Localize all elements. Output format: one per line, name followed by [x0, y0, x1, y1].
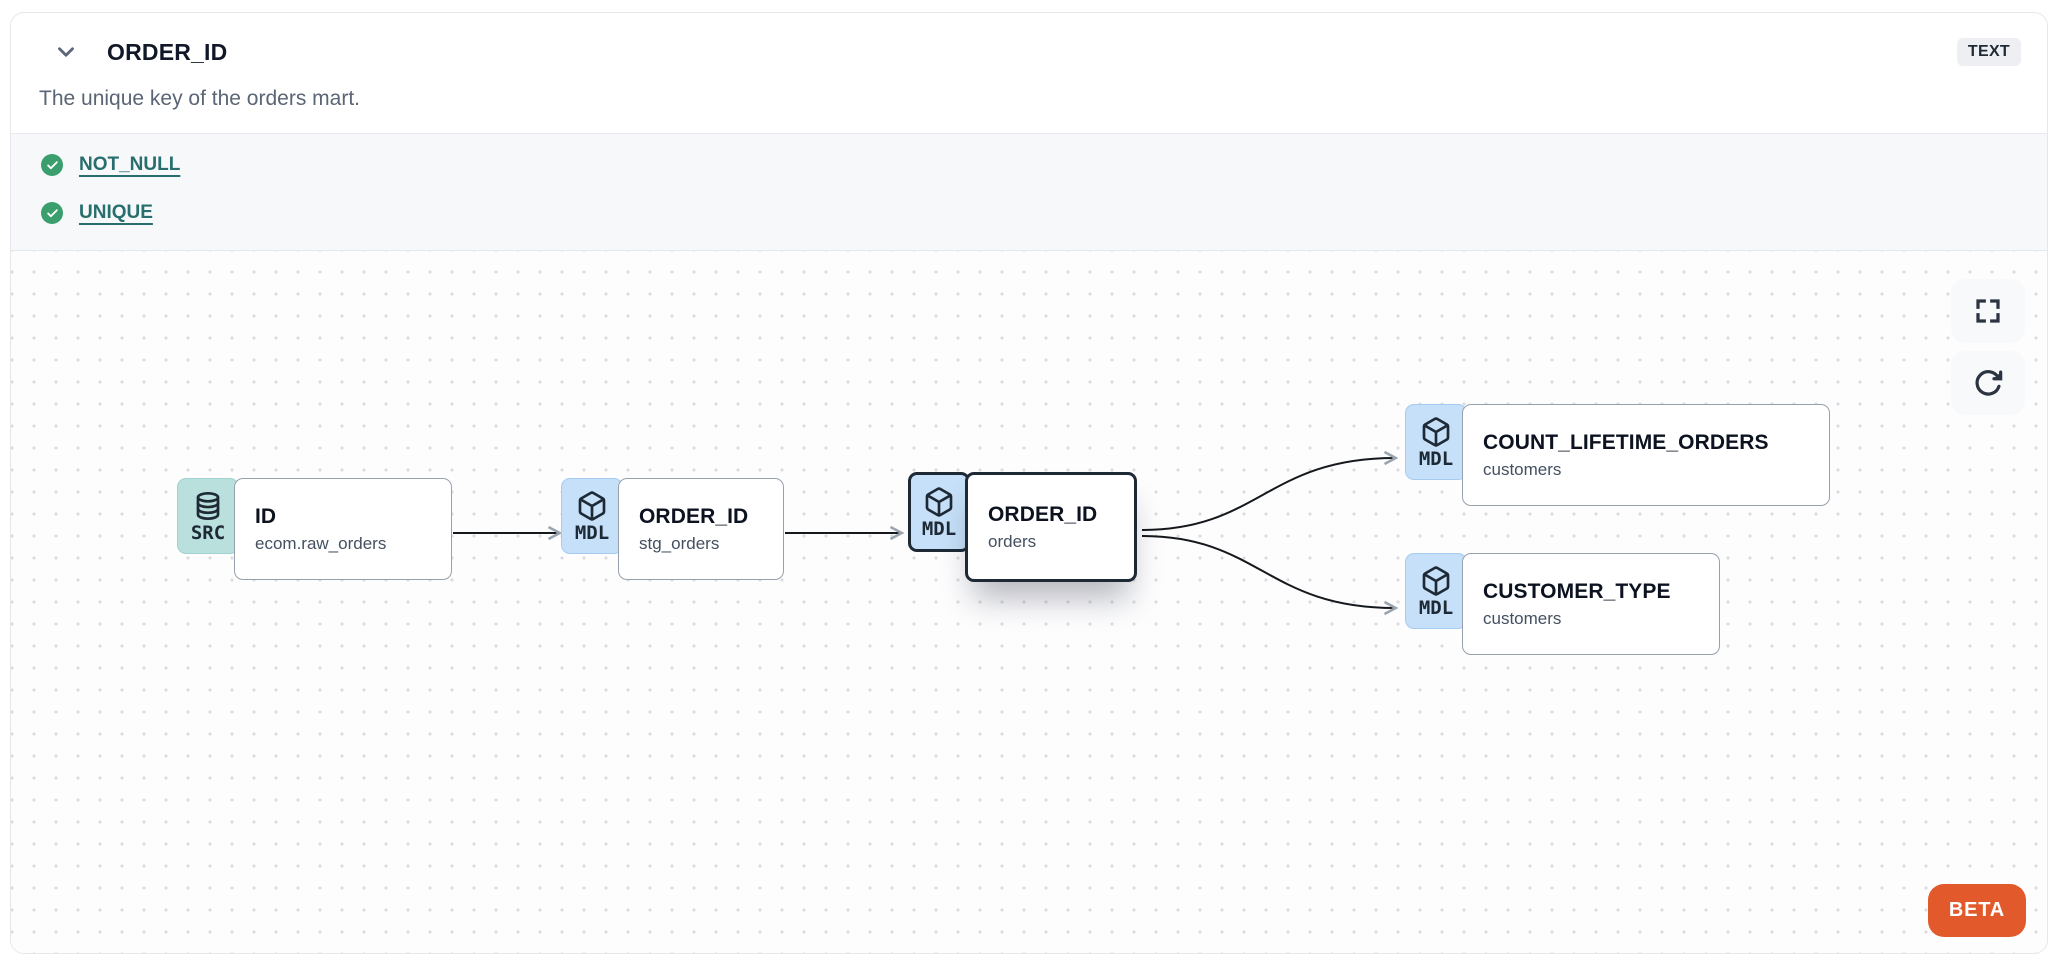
lineage-edges — [453, 251, 2047, 934]
column-title: ORDER_ID — [107, 38, 228, 65]
node-title: ID — [255, 504, 277, 528]
test-pass-icon — [41, 202, 63, 224]
node-title: ORDER_ID — [639, 504, 749, 528]
chevron-down-icon — [58, 47, 74, 57]
test-pass-icon — [41, 154, 63, 176]
node-title: ORDER_ID — [988, 502, 1098, 526]
node-card: ID ecom.raw_orders — [234, 478, 452, 580]
node-type-badge: MDL — [1405, 553, 1467, 629]
node-type-badge: MDL — [1405, 404, 1467, 480]
fullscreen-icon — [1976, 299, 2000, 323]
refresh-layout-button[interactable] — [1951, 351, 2025, 415]
collapse-toggle-button[interactable] — [51, 37, 81, 67]
node-type-label: MDL — [574, 521, 610, 544]
refresh-icon — [1975, 370, 2003, 396]
data-type-badge: TEXT — [1956, 38, 2021, 66]
fullscreen-button[interactable] — [1951, 279, 2025, 343]
cube-icon — [925, 486, 953, 517]
test-link-not-null[interactable]: NOT_NULL — [79, 154, 181, 175]
node-title: CUSTOMER_TYPE — [1483, 579, 1671, 603]
node-subtitle: ecom.raw_orders — [255, 533, 387, 553]
test-link-unique[interactable]: UNIQUE — [79, 202, 153, 223]
tests-section: NOT_NULL UNIQUE — [11, 133, 2047, 251]
node-type-label: MDL — [1418, 447, 1454, 470]
node-type-label: MDL — [921, 517, 957, 540]
node-type-badge: MDL — [908, 472, 970, 552]
lineage-node-customer-type[interactable]: MDL CUSTOMER_TYPE customers — [1405, 553, 1720, 655]
node-card: CUSTOMER_TYPE customers — [1462, 553, 1720, 655]
node-type-label: SRC — [190, 521, 226, 544]
node-card: COUNT_LIFETIME_ORDERS customers — [1462, 404, 1830, 506]
node-card: ORDER_ID orders — [965, 472, 1137, 582]
node-subtitle: orders — [988, 531, 1037, 551]
lineage-canvas[interactable]: SRC ID ecom.raw_orders MDL ORDER_ID stg_… — [11, 251, 2047, 953]
cube-icon — [1422, 416, 1450, 447]
header: ORDER_ID TEXT The unique key of the orde… — [11, 13, 2047, 133]
database-icon — [196, 491, 220, 520]
beta-badge: BETA — [1927, 884, 2026, 937]
lineage-node-order-id-orders-selected[interactable]: MDL ORDER_ID orders — [908, 472, 1137, 582]
lineage-node-id-raw-orders[interactable]: SRC ID ecom.raw_orders — [177, 478, 452, 580]
node-subtitle: customers — [1483, 608, 1562, 628]
node-type-badge: MDL — [561, 478, 623, 554]
node-subtitle: stg_orders — [639, 533, 720, 553]
node-title: COUNT_LIFETIME_ORDERS — [1483, 430, 1769, 454]
test-row: UNIQUE — [41, 202, 2019, 224]
node-type-badge: SRC — [177, 478, 239, 554]
column-detail-panel: ORDER_ID TEXT The unique key of the orde… — [10, 12, 2048, 954]
lineage-node-count-lifetime-orders[interactable]: MDL COUNT_LIFETIME_ORDERS customers — [1405, 404, 1830, 506]
node-type-label: MDL — [1418, 596, 1454, 619]
node-card: ORDER_ID stg_orders — [618, 478, 784, 580]
lineage-node-order-id-stg-orders[interactable]: MDL ORDER_ID stg_orders — [561, 478, 784, 580]
cube-icon — [1422, 565, 1450, 596]
canvas-controls — [1951, 279, 2025, 415]
column-description: The unique key of the orders mart. — [39, 87, 360, 110]
cube-icon — [578, 490, 606, 521]
test-row: NOT_NULL — [41, 154, 2019, 176]
node-subtitle: customers — [1483, 459, 1562, 479]
